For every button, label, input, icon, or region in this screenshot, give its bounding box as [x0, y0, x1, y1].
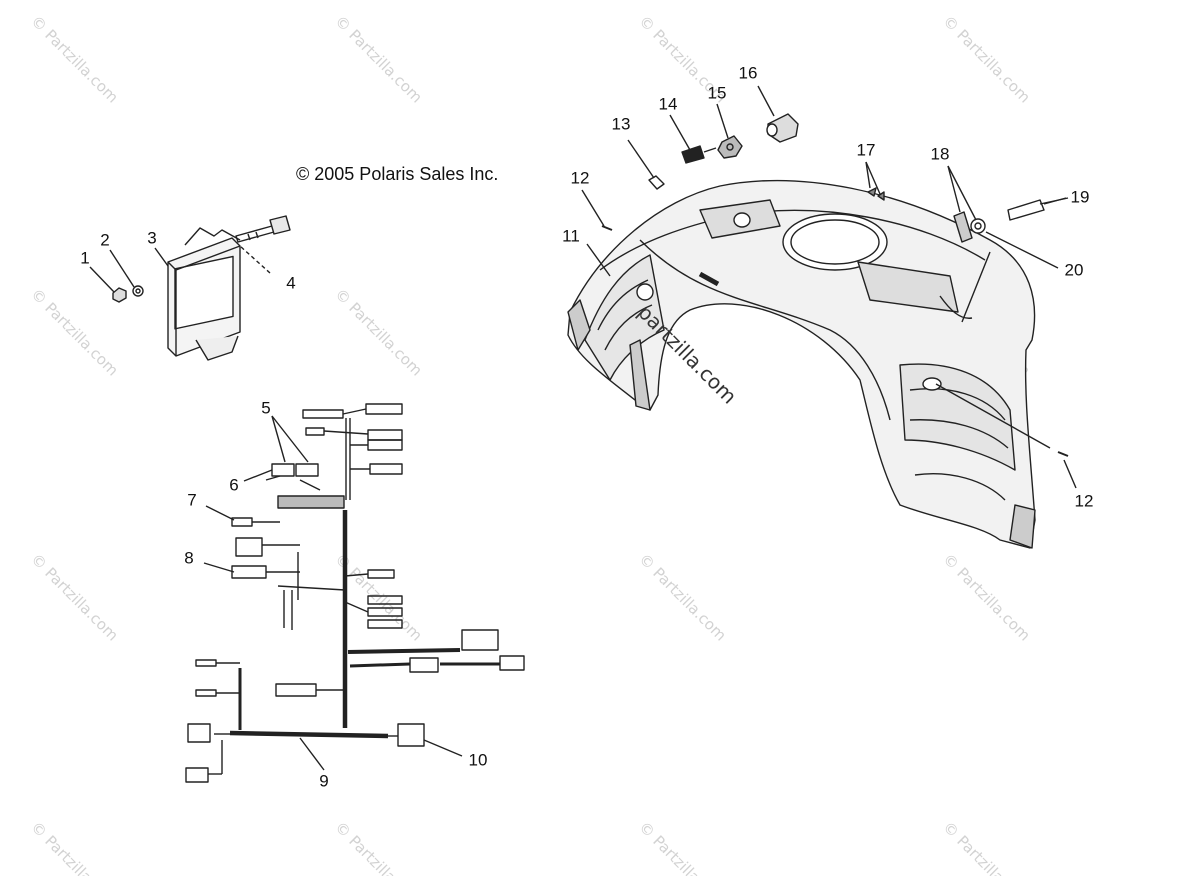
- callout-17: 17: [856, 140, 876, 160]
- callout-19: 19: [1070, 187, 1090, 207]
- callout-13: 13: [611, 114, 631, 134]
- callout-6: 6: [229, 475, 239, 495]
- callout-18: 18: [930, 144, 950, 164]
- callout-3: 3: [147, 228, 157, 248]
- copyright-notice: © 2005 Polaris Sales Inc.: [296, 164, 499, 184]
- callout-9: 9: [319, 771, 329, 791]
- nut-and-washer: [112, 285, 144, 303]
- dash-panel: [567, 179, 1036, 549]
- callout-1: 1: [80, 248, 90, 268]
- callout-20: 20: [1064, 260, 1084, 280]
- wiring-harness: [185, 403, 525, 783]
- callout-2: 2: [100, 230, 110, 250]
- callout-16: 16: [738, 63, 758, 83]
- callout-15: 15: [707, 83, 727, 103]
- callout-12-lower: 12: [1074, 491, 1094, 511]
- electronic-module: [167, 227, 241, 361]
- callout-12: 12: [570, 168, 590, 188]
- callout-5: 5: [261, 398, 271, 418]
- callout-14: 14: [658, 94, 678, 114]
- callout-7: 7: [187, 490, 197, 510]
- callout-4: 4: [286, 273, 296, 293]
- key-switch-parts: [601, 113, 1069, 457]
- callout-8: 8: [184, 548, 194, 568]
- bolt: [235, 215, 291, 243]
- callout-10: 10: [468, 750, 488, 770]
- callout-11: 11: [562, 226, 580, 246]
